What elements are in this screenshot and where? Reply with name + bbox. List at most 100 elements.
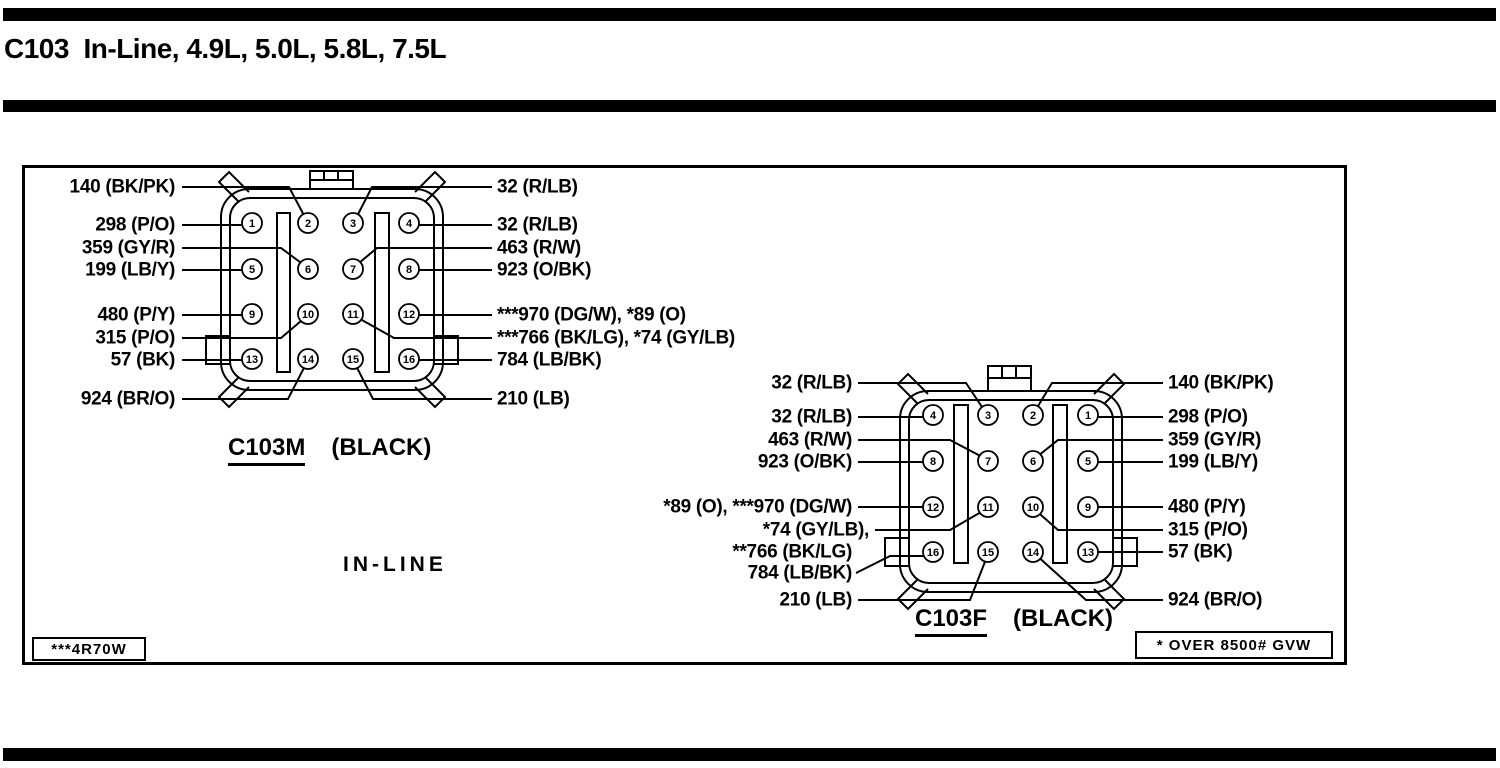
wire-label: 298 (P/O) (1168, 406, 1248, 428)
c103m-wing-top-right (414, 170, 447, 202)
pin-number: 8 (930, 456, 936, 468)
wire-label: 140 (BK/PK) (1168, 372, 1274, 394)
c103f-side-tab-right (1113, 537, 1138, 567)
wire-label: 32 (R/LB) (497, 176, 578, 198)
pin-circle (922, 496, 944, 518)
c103f-keyway-left (953, 404, 969, 564)
pin-circle (922, 404, 944, 426)
pin-number: 6 (1030, 456, 1036, 468)
c103f-wing-bottom-right (1093, 579, 1126, 611)
pin-number: 13 (246, 354, 258, 366)
pin-number: 12 (927, 502, 939, 514)
pin-number: 16 (403, 354, 415, 366)
pin-circle (398, 212, 420, 234)
pin-circle (977, 541, 999, 563)
wire-label: 359 (GY/R) (1168, 429, 1262, 451)
c103f-keyway-right (1052, 404, 1068, 564)
wire-label: ***766 (BK/LG), *74 (GY/LB) (497, 327, 735, 349)
pin-number: 5 (1085, 456, 1091, 468)
page-title: C103 In-Line, 4.9L, 5.0L, 5.8L, 7.5L (4, 33, 447, 64)
pin-circle (342, 258, 364, 280)
pin-number: 14 (1027, 547, 1040, 559)
wire-label: 463 (R/W) (768, 429, 852, 451)
wire-label: 480 (P/Y) (97, 304, 175, 326)
pin-number: 2 (1030, 410, 1036, 422)
connector-title-c103f: C103F (BLACK) (915, 605, 1113, 637)
c103f-side-tab-left (884, 537, 909, 567)
pin-circle (297, 348, 319, 370)
c103m-leader-lines (182, 186, 492, 400)
c103f-connector-shell (884, 365, 1138, 611)
pin-circle (977, 450, 999, 472)
pin-number: 4 (930, 410, 937, 422)
wire-label: 57 (BK) (110, 349, 176, 371)
c103f-wing-top-left (896, 372, 929, 404)
pin-circle (398, 258, 420, 280)
connector-title-c103m: C103M (BLACK) (228, 434, 431, 466)
pin-number: 9 (1085, 502, 1091, 514)
pin-number: 4 (406, 218, 413, 230)
c103m-side-tab-right (434, 335, 459, 365)
wire-label: 359 (GY/R) (81, 237, 175, 259)
pin-number: 13 (1082, 547, 1094, 559)
pin-number: 6 (305, 264, 311, 276)
wire-label: *89 (O), ***970 (DG/W) (663, 496, 852, 518)
pin-number: 3 (350, 218, 356, 230)
wire-label: 199 (LB/Y) (1168, 451, 1258, 473)
pin-number: 11 (982, 502, 994, 514)
wire-label: 32 (R/LB) (771, 406, 852, 428)
c103m-wing-bottom-right (414, 377, 447, 409)
pin-number: 1 (249, 218, 255, 230)
wire-label: 480 (P/Y) (1168, 496, 1246, 518)
c103m-side-tab-left (205, 335, 230, 365)
wire-label: 140 (BK/PK) (69, 176, 176, 198)
pin-number: 15 (982, 547, 994, 559)
wire-label: ***970 (DG/W), *89 (O) (497, 304, 686, 326)
pin-circle (241, 258, 263, 280)
connector-color: (BLACK) (331, 434, 432, 461)
pin-number: 7 (350, 264, 356, 276)
wire-label: *74 (GY/LB), (762, 519, 870, 541)
wire-label: 784 (LB/BK) (747, 562, 853, 584)
wire-label: 315 (P/O) (1168, 519, 1248, 541)
pin-circle (297, 303, 319, 325)
header-rule-bar (3, 100, 1496, 112)
c103m-keyway-left (276, 212, 291, 373)
c103m-wing-top-left (217, 170, 250, 202)
pin-circle (922, 450, 944, 472)
c103f-leader-lines (855, 382, 1163, 601)
pin-circle (977, 496, 999, 518)
c103f-top-tab (987, 365, 1032, 391)
wire-label: 924 (BR/O) (80, 388, 175, 410)
pin-circle (342, 303, 364, 325)
pin-number: 10 (302, 309, 314, 321)
c103f-wing-bottom-left (896, 579, 929, 611)
wire-label: 784 (LB/BK) (497, 349, 602, 371)
footnote-box-4r70w: ***4R70W (32, 637, 146, 661)
top-rule-bar (3, 8, 1496, 21)
pin-circle (241, 348, 263, 370)
pin-number: 8 (406, 264, 412, 276)
pin-circle (398, 303, 420, 325)
wire-label: 923 (O/BK) (757, 451, 852, 473)
pin-circle (1022, 450, 1044, 472)
wire-label: 210 (LB) (779, 589, 852, 611)
wire-label: 210 (LB) (497, 388, 570, 410)
connector-color: (BLACK) (1013, 605, 1114, 632)
c103m-top-tab (309, 170, 354, 189)
wire-label: 57 (BK) (1168, 541, 1233, 563)
c103m-wing-bottom-left (217, 377, 250, 409)
wire-label: 924 (BR/O) (1168, 589, 1263, 611)
pin-circle (342, 212, 364, 234)
pin-circle (342, 348, 364, 370)
pin-circle (977, 404, 999, 426)
wire-label: 298 (P/O) (95, 214, 175, 236)
wire-label: 315 (P/O) (95, 327, 175, 349)
c103m-connector-shell (205, 170, 459, 409)
pin-circle (297, 258, 319, 280)
inline-caption: IN-LINE (343, 553, 447, 576)
pin-circle (922, 541, 944, 563)
